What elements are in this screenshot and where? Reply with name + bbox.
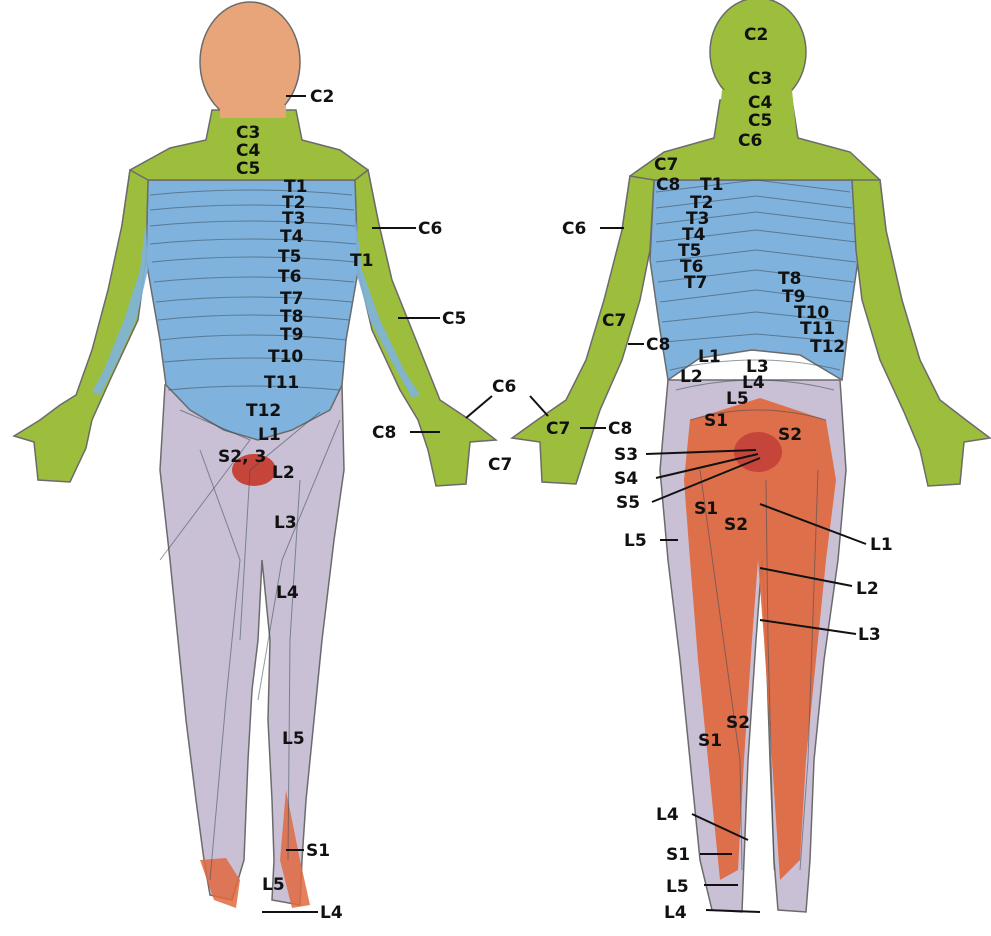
ant-label-t4: T4: [280, 227, 304, 247]
post-label-hand-c7: C7: [546, 419, 570, 439]
post-label-s5: S5: [616, 493, 640, 513]
ant-label-l1: L1: [258, 425, 281, 445]
post-label-s3: S3: [614, 445, 638, 465]
post-label-hand-c8: C8: [608, 419, 632, 439]
ant-label-foot-l4: L4: [320, 903, 343, 923]
post-label-t8: T8: [778, 269, 801, 289]
post-label-thigh-s1: S1: [694, 499, 718, 519]
ant-label-hand-c7: C7: [488, 455, 512, 475]
ant-label-t11: T11: [264, 373, 299, 393]
ant-label-arm-c5: C5: [442, 309, 466, 329]
post-label-calf-s2: S2: [726, 713, 750, 733]
post-label-c8: C8: [656, 175, 680, 195]
post-label-l1: L1: [698, 347, 721, 367]
ant-label-arm-c6: C6: [418, 219, 442, 239]
ant-label-hand-c8: C8: [372, 423, 396, 443]
post-label-right-l1: L1: [870, 535, 893, 555]
posterior-right-arm: [852, 180, 990, 486]
post-label-right-l2: L2: [856, 579, 879, 599]
ant-label-t10: T10: [268, 347, 303, 367]
ant-label-t7: T7: [280, 289, 303, 309]
post-label-c2: C2: [744, 25, 768, 45]
post-label-c3: C3: [748, 69, 772, 89]
ant-label-arm-t1: T1: [350, 251, 373, 271]
post-label-thigh-l5: L5: [624, 531, 647, 551]
post-label-calf-s1: S1: [698, 731, 722, 751]
post-label-t11: T11: [800, 319, 835, 339]
post-label-s2: S2: [778, 425, 802, 445]
post-label-right-l3: L3: [858, 625, 881, 645]
ant-label-t12: T12: [246, 401, 281, 421]
post-label-arm-c8: C8: [646, 335, 670, 355]
ant-label-s2-3: S2, 3: [218, 447, 266, 467]
ant-label-t8: T8: [280, 307, 303, 327]
post-label-ankle-l4: L4: [656, 805, 679, 825]
post-label-s4: S4: [614, 469, 638, 489]
ant-label-hand-c6: C6: [492, 377, 516, 397]
post-label-c6: C6: [738, 131, 762, 151]
post-label-arm-c6: C6: [562, 219, 586, 239]
ant-label-c2: C2: [310, 87, 334, 107]
post-label-l2: L2: [680, 367, 703, 387]
ant-label-c5: C5: [236, 159, 260, 179]
ant-label-l4: L4: [276, 583, 299, 603]
ant-label-t3: T3: [282, 209, 305, 229]
ant-label-c4: C4: [236, 141, 260, 161]
post-label-ankle-l4b: L4: [664, 903, 687, 923]
anterior-head: [200, 2, 300, 122]
post-label-thigh-s2: S2: [724, 515, 748, 535]
ant-label-c3: C3: [236, 123, 260, 143]
post-label-t7: T7: [684, 273, 707, 293]
ant-label-l2: L2: [272, 463, 295, 483]
post-label-ankle-s1: S1: [666, 845, 690, 865]
ant-label-foot-l5: L5: [262, 875, 285, 895]
post-label-t12: T12: [810, 337, 845, 357]
post-label-t1: T1: [700, 175, 723, 195]
post-label-arm-c7: C7: [602, 311, 626, 331]
post-label-c7: C7: [654, 155, 678, 175]
ant-label-s1: S1: [306, 841, 330, 861]
ant-label-t5: T5: [278, 247, 301, 267]
post-label-c5: C5: [748, 111, 772, 131]
ant-label-l3: L3: [274, 513, 297, 533]
ant-label-l5: L5: [282, 729, 305, 749]
post-label-ankle-l5: L5: [666, 877, 689, 897]
ant-label-t6: T6: [278, 267, 301, 287]
post-label-c4: C4: [748, 93, 772, 113]
ant-label-t9: T9: [280, 325, 303, 345]
post-label-s1: S1: [704, 411, 728, 431]
post-label-l5: L5: [726, 389, 749, 409]
